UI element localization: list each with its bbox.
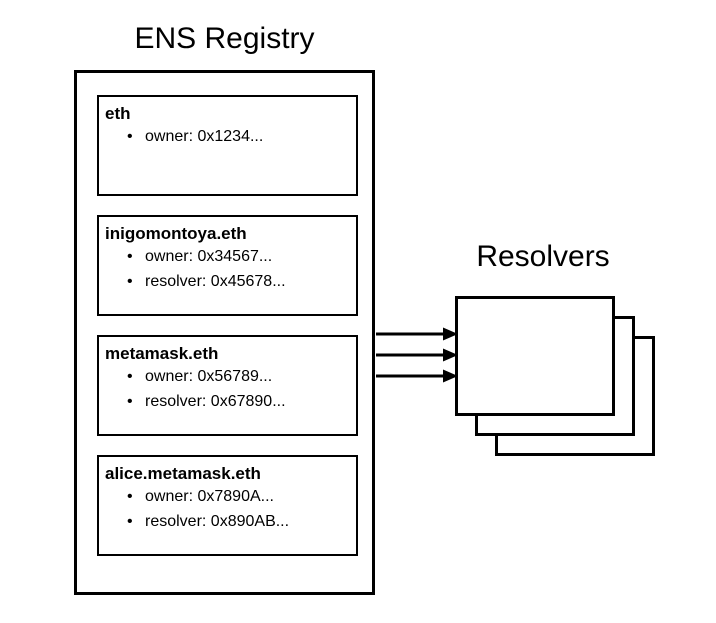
- record-entry-list: • owner: 0x7890A... • resolver: 0x890AB...: [105, 484, 352, 534]
- bullet-icon: •: [127, 248, 133, 265]
- record-entry-text: resolver: 0x890AB...: [145, 513, 290, 530]
- record-entry: • resolver: 0x890AB...: [105, 509, 352, 534]
- bullet-icon: •: [127, 368, 133, 385]
- record-name-label: metamask.eth: [105, 344, 219, 363]
- record-entry-text: resolver: 0x45678...: [145, 273, 286, 290]
- record-entry: • resolver: 0x67890...: [105, 389, 352, 414]
- record-entry-text: resolver: 0x67890...: [145, 393, 286, 410]
- resolvers-title: Resolvers: [476, 240, 610, 273]
- record-entry: • owner: 0x56789...: [105, 364, 352, 389]
- registry-title: ENS Registry: [134, 22, 315, 55]
- record-entry-list: • owner: 0x34567... • resolver: 0x45678...: [105, 244, 352, 294]
- record-name-label: eth: [105, 104, 131, 123]
- bullet-icon: •: [127, 393, 133, 410]
- bullet-icon: •: [127, 488, 133, 505]
- record-entry: • owner: 0x7890A...: [105, 484, 352, 509]
- record-name-label: alice.metamask.eth: [105, 464, 261, 483]
- registry-record-inigomontoya-eth[interactable]: inigomontoya.eth • owner: 0x34567... • res…: [97, 215, 358, 316]
- record-entry: • owner: 0x34567...: [105, 244, 352, 269]
- record-entry-text: owner: 0x7890A...: [145, 488, 274, 505]
- record-entry-text: owner: 0x56789...: [145, 368, 273, 385]
- registry-record-metamask-eth[interactable]: metamask.eth • owner: 0x56789... • resolve…: [97, 335, 358, 436]
- resolver-card-front[interactable]: [455, 296, 615, 416]
- bullet-icon: •: [127, 513, 133, 530]
- record-entry: • resolver: 0x45678...: [105, 269, 352, 294]
- record-entry-list: • owner: 0x56789... • resolver: 0x67890...: [105, 364, 352, 414]
- record-entry-list: • owner: 0x1234...: [105, 124, 352, 149]
- ens-registry-container: eth • owner: 0x1234... inigomontoya.eth •…: [74, 70, 375, 595]
- registry-record-alice-metamask-eth[interactable]: alice.metamask.eth • owner: 0x7890A... • r…: [97, 455, 358, 556]
- bullet-icon: •: [127, 273, 133, 290]
- registry-record-eth[interactable]: eth • owner: 0x1234...: [97, 95, 358, 196]
- record-name-label: inigomontoya.eth: [105, 224, 247, 243]
- bullet-icon: •: [127, 128, 133, 145]
- record-entry-text: owner: 0x34567...: [145, 248, 273, 265]
- record-entry: • owner: 0x1234...: [105, 124, 352, 149]
- record-entry-text: owner: 0x1234...: [145, 128, 264, 145]
